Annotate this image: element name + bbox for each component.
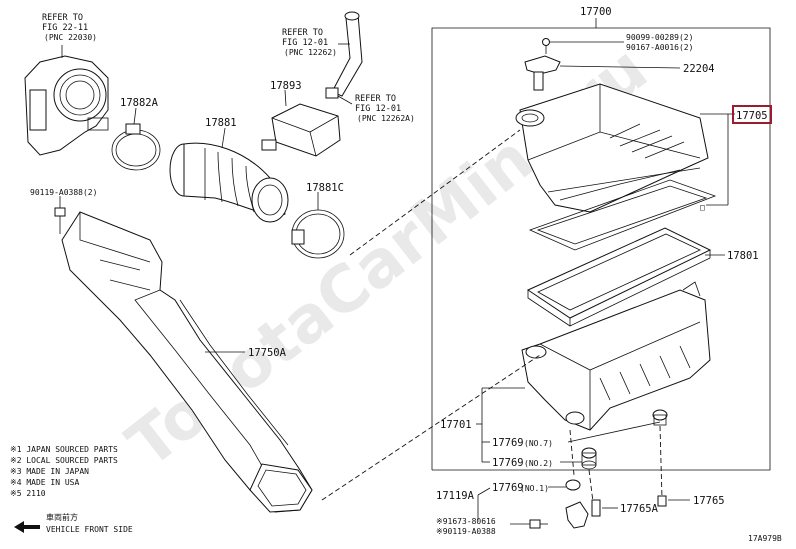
label-17881c[interactable]: 17881C	[306, 182, 344, 194]
label-17700[interactable]: 17700	[580, 6, 612, 18]
label-91673[interactable]: ※91673-80616	[436, 517, 496, 526]
label-17705[interactable]: 17705	[736, 110, 768, 122]
label-17765[interactable]: 17765	[693, 495, 725, 507]
label-no1: (NO.1)	[520, 484, 549, 493]
air-cleaner-cap-17705[interactable]	[515, 83, 735, 213]
assembly-17700-box	[431, 18, 771, 471]
bolt-90119-upper[interactable]	[54, 196, 66, 234]
direction-jp: 車両前方	[46, 512, 78, 522]
figure-id: 17A979B	[748, 534, 782, 543]
ref-hose-line2: FIG 12-01	[355, 104, 401, 114]
legend-1: ※1 JAPAN SOURCED PARTS	[10, 445, 118, 454]
bracket-17119a[interactable]	[477, 495, 589, 529]
legend-2: ※2 LOCAL SOURCED PARTS	[10, 456, 118, 465]
ref-throttle-line1: REFER TO	[42, 13, 83, 23]
ref-throttle-line3: (PNC 22030)	[44, 33, 97, 42]
label-no7: (NO.7)	[524, 439, 553, 448]
intake-hose-17881[interactable]	[169, 127, 289, 223]
vehicle-front-arrow	[14, 521, 40, 533]
grommet-17769-no2[interactable]	[581, 447, 597, 470]
svg-text:□: □	[700, 203, 705, 212]
label-90099[interactable]: 90099-00289(2)	[626, 33, 693, 42]
collar-17765[interactable]	[657, 495, 690, 507]
direction-en: VEHICLE FRONT SIDE	[46, 525, 133, 534]
label-17801[interactable]: 17801	[727, 250, 759, 262]
collar-17765a[interactable]	[591, 499, 618, 517]
throttle-body	[24, 45, 109, 156]
intake-duct-17750a[interactable]	[61, 211, 313, 513]
grommet-17769-no1[interactable]	[548, 479, 581, 491]
legend-4: ※4 MADE IN USA	[10, 478, 80, 487]
ventilation-hose	[325, 11, 363, 105]
airflow-meter-22204[interactable]	[524, 55, 681, 91]
label-17769-no7[interactable]: 17769	[492, 437, 524, 449]
bolt-90119-lower[interactable]	[510, 519, 548, 529]
bolt-90099[interactable]	[542, 38, 625, 55]
label-90119-upper[interactable]: 90119-A0388(2)	[30, 188, 97, 197]
label-90167[interactable]: 90167-A0016(2)	[626, 43, 693, 52]
label-17893[interactable]: 17893	[270, 80, 302, 92]
legend-5: ※5 2110	[10, 489, 46, 498]
legend-3: ※3 MADE IN JAPAN	[10, 467, 89, 476]
label-17765a[interactable]: 17765A	[620, 503, 659, 515]
label-17769-no2[interactable]: 17769	[492, 457, 524, 469]
label-17881[interactable]: 17881	[205, 117, 237, 129]
label-17701[interactable]: 17701	[440, 419, 472, 431]
filter-element-17801[interactable]	[526, 227, 725, 327]
leaders-17701	[476, 387, 661, 463]
ref-throttle-line2: FIG 22-11	[42, 23, 88, 33]
label-17119a[interactable]: 17119A	[436, 490, 475, 502]
label-90119-lower[interactable]: ※90119-A0388	[436, 527, 496, 536]
gasket: □	[528, 179, 728, 251]
label-17769-no1[interactable]: 17769	[492, 482, 524, 494]
label-22204[interactable]: 22204	[683, 63, 715, 75]
hose-clamp-17882a[interactable]	[111, 107, 161, 171]
ref-hose-line1: REFER TO	[355, 94, 396, 104]
ref-resonator-line2: FIG 12-01	[282, 38, 328, 48]
highlight-17705	[732, 105, 772, 124]
label-17882a[interactable]: 17882A	[120, 97, 159, 109]
label-17750a[interactable]: 17750A	[248, 347, 287, 359]
ref-resonator-line3: (PNC 12262)	[284, 48, 337, 57]
label-no2: (NO.2)	[524, 459, 553, 468]
resonator-17893[interactable]	[261, 89, 341, 157]
ref-resonator-line1: REFER TO	[282, 28, 323, 38]
ref-hose-line3: (PNC 12262A)	[357, 114, 415, 123]
hose-clamp-17881c[interactable]	[291, 192, 345, 259]
